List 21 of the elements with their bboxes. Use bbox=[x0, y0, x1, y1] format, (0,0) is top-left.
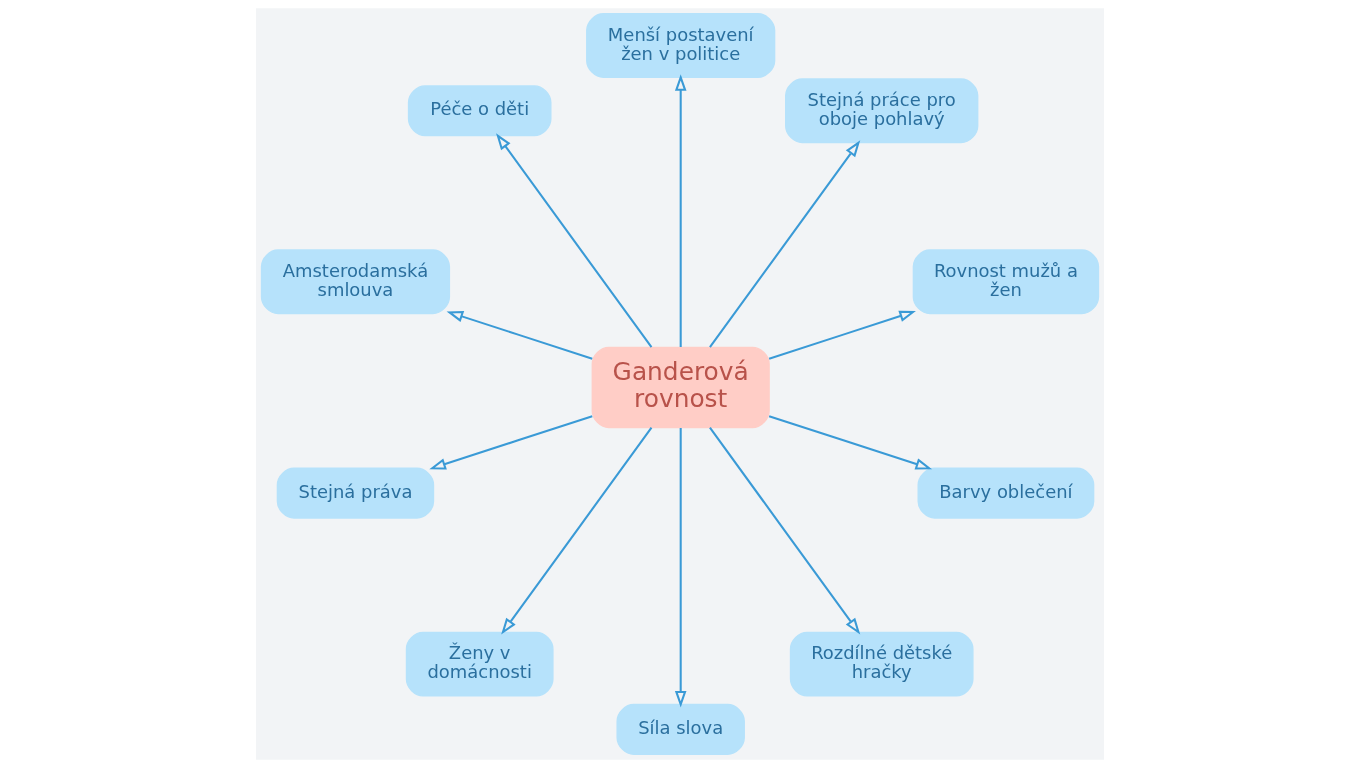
arrow bbox=[429, 415, 593, 470]
node-box: Stejná práce pro oboje pohlavý bbox=[785, 78, 979, 144]
arrow bbox=[674, 74, 687, 347]
arrow bbox=[709, 140, 861, 348]
arrow bbox=[768, 310, 916, 360]
node-box: Péče o děti bbox=[407, 85, 552, 137]
node-box: Barvy oblečení bbox=[917, 467, 1095, 519]
node-box: Ženy v domácnosti bbox=[405, 631, 554, 697]
node-box: Síla slova bbox=[616, 703, 745, 755]
arrow bbox=[501, 427, 653, 635]
node-box: Rovnost mužů a žen bbox=[912, 249, 1100, 315]
node-box: Stejná práva bbox=[276, 467, 435, 519]
node-box: Ganderová rovnost bbox=[591, 346, 770, 429]
node-box: Rozdílné dětské hračky bbox=[789, 631, 974, 697]
arrow bbox=[709, 427, 861, 635]
arrow bbox=[768, 415, 933, 470]
arrow bbox=[674, 428, 687, 708]
node-box: Menší postavení žen v politice bbox=[586, 13, 776, 78]
node-box: Amsterodamská smlouva bbox=[260, 249, 451, 315]
arrow bbox=[496, 133, 653, 348]
arrow bbox=[446, 311, 593, 360]
